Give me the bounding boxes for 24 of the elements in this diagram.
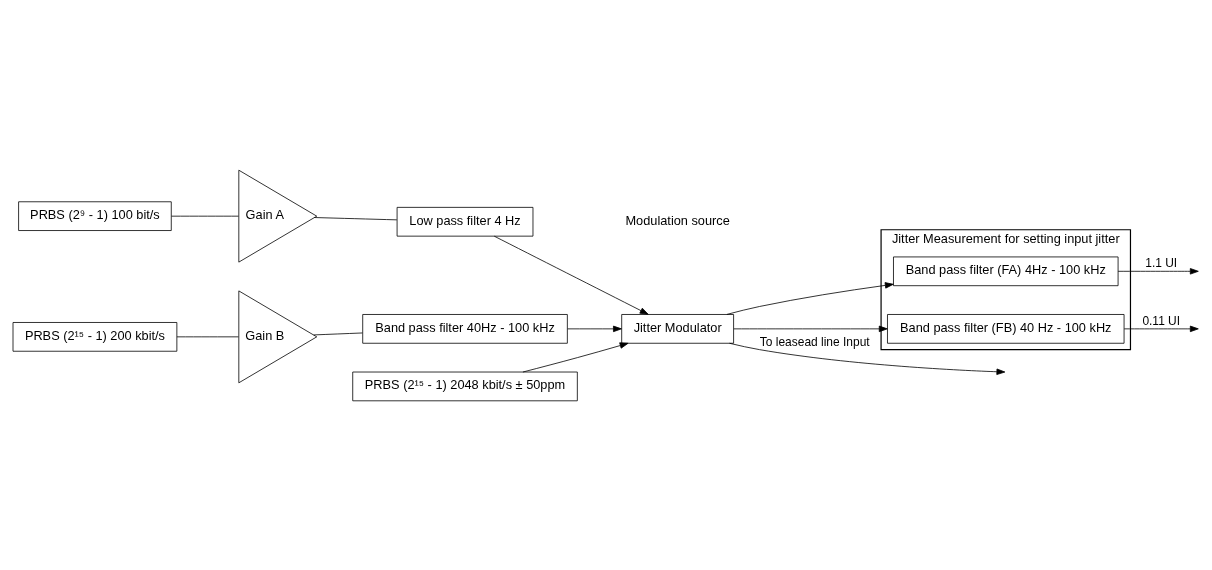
node-box: Jitter Modulator	[621, 313, 734, 344]
node-box: PRBS (2¹⁵ - 1) 200 kbit/s	[12, 321, 178, 352]
connector	[313, 332, 363, 335]
edge-label: 0.11 UI	[1142, 313, 1181, 328]
arrow	[726, 281, 894, 315]
edge-label: To leasead line Input	[759, 334, 870, 349]
edge-label: 1.1 UI	[1145, 255, 1178, 270]
node-box: Low pass filter 4 Hz	[396, 206, 534, 237]
arrow	[567, 325, 622, 332]
node-box: PRBS (2¹⁵ - 1) 2048 kbit/s ± 50ppm	[352, 371, 578, 401]
arrow	[733, 325, 888, 332]
arrow	[729, 342, 1006, 375]
node-box: Band pass filter (FA) 4Hz - 100 kHz	[893, 256, 1119, 286]
arrow	[1123, 325, 1199, 332]
arrow	[1117, 267, 1199, 274]
connector	[314, 216, 398, 220]
node-box: PRBS (2⁹ - 1) 100 bit/s	[18, 200, 172, 231]
node-box: Band pass filter (FB) 40 Hz - 100 kHz	[887, 313, 1125, 344]
node-box: Band pass filter 40Hz - 100 kHz	[362, 313, 568, 344]
label: Modulation source	[625, 212, 730, 228]
arrow	[522, 341, 629, 372]
arrow	[493, 235, 649, 315]
connector	[176, 335, 239, 337]
connector	[171, 215, 239, 217]
